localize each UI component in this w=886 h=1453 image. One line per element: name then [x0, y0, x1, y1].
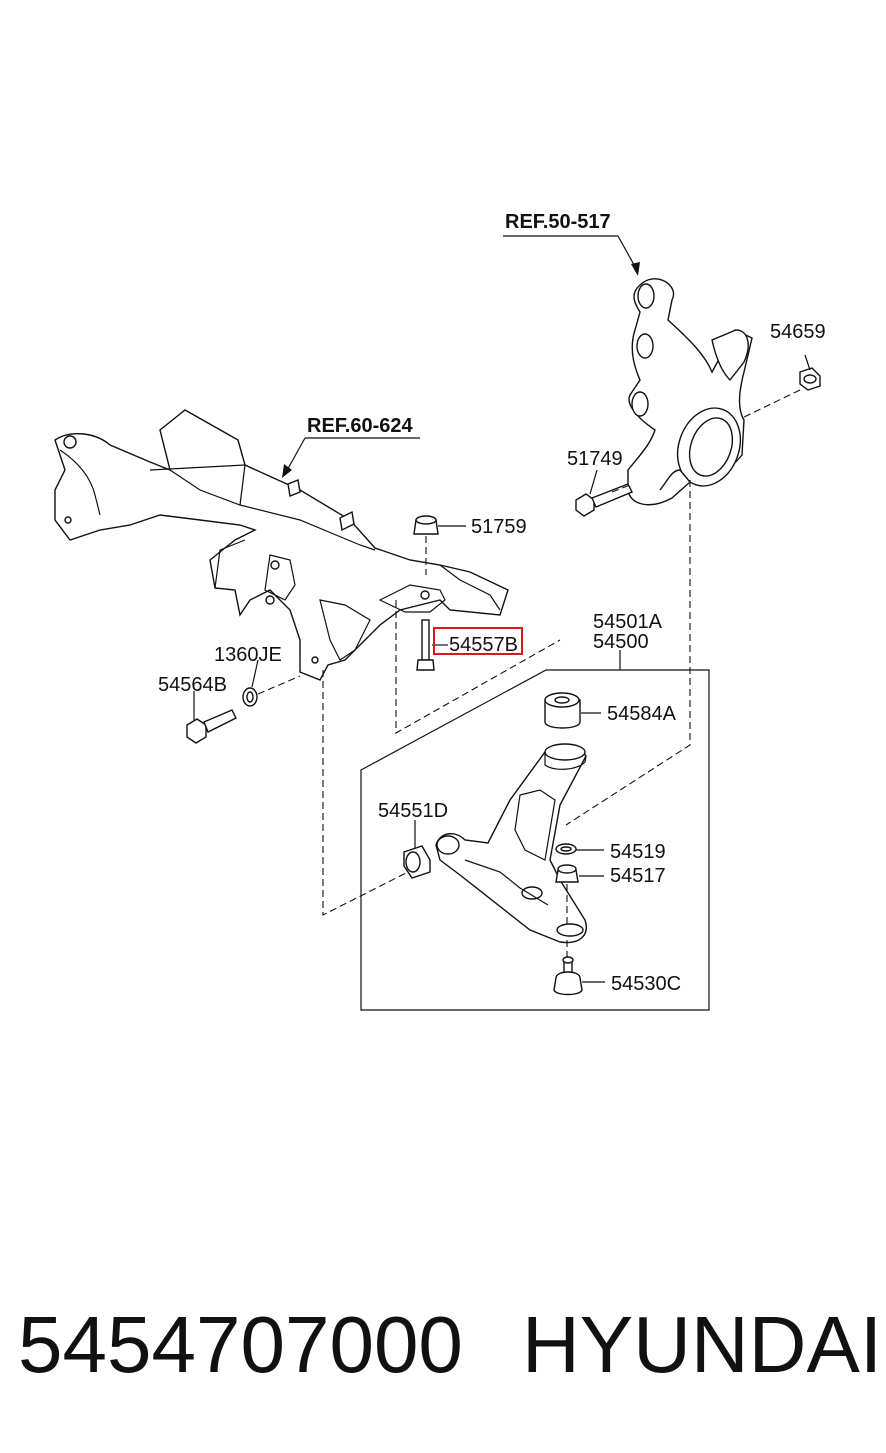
callout-54564b[interactable]: 54564B: [158, 674, 227, 696]
nut-54659[interactable]: [799, 367, 821, 391]
subframe[interactable]: [54, 409, 509, 681]
leader-51749: [589, 469, 598, 495]
dash-rear-bushing: [322, 670, 409, 916]
lower-control-arm[interactable]: [435, 743, 587, 944]
leader-1360je: [251, 659, 259, 688]
bolt-51749[interactable]: [575, 483, 633, 517]
leader-54659: [804, 354, 811, 371]
callout-54659[interactable]: 54659: [770, 321, 826, 343]
dash-51749: [611, 484, 631, 493]
callout-54557b[interactable]: 54557B: [449, 634, 518, 656]
callout-54501a[interactable]: 54501A: [593, 611, 663, 633]
callout-54530c[interactable]: 54530C: [611, 973, 681, 995]
bolt-54564b[interactable]: [186, 709, 237, 744]
dash-1360je: [257, 675, 301, 695]
part-number: 5454707000: [18, 1300, 463, 1389]
ref-subframe-label[interactable]: REF.60-624: [307, 415, 413, 437]
callout-51749[interactable]: 51749: [567, 448, 623, 470]
arrow-icon: [282, 464, 292, 478]
ring-54519[interactable]: [555, 843, 577, 855]
dash-54659: [741, 389, 801, 419]
callout-51759[interactable]: 51759: [471, 516, 527, 538]
bushing-54584a[interactable]: [544, 692, 581, 729]
steering-knuckle[interactable]: [627, 278, 753, 506]
bushing-54551d[interactable]: [403, 845, 431, 879]
callout-54519[interactable]: 54519: [610, 841, 666, 863]
washer-1360je[interactable]: [242, 687, 258, 707]
callout-1360je[interactable]: 1360JE: [214, 644, 282, 666]
dash-front-bushing: [395, 600, 561, 734]
boot-54517[interactable]: [555, 864, 579, 883]
callout-54584a[interactable]: 54584A: [607, 703, 677, 725]
footer: 5454707000 HYUNDAI: [18, 1300, 882, 1390]
arrow-icon: [631, 262, 640, 276]
lower-arm-assembly-box: [360, 669, 710, 1011]
ref-knuckle-label[interactable]: REF.50-517: [505, 211, 611, 233]
brand-name: HYUNDAI: [522, 1300, 883, 1389]
dash-knuckle-pin: [565, 480, 691, 826]
highlight-box: [433, 627, 523, 655]
nut-51759[interactable]: [413, 515, 439, 535]
callout-54551d[interactable]: 54551D: [378, 800, 448, 822]
callout-54517[interactable]: 54517: [610, 865, 666, 887]
balljoint-54530c[interactable]: [553, 956, 583, 996]
bolt-54557b[interactable]: [416, 619, 435, 671]
callout-54500[interactable]: 54500: [593, 631, 649, 653]
